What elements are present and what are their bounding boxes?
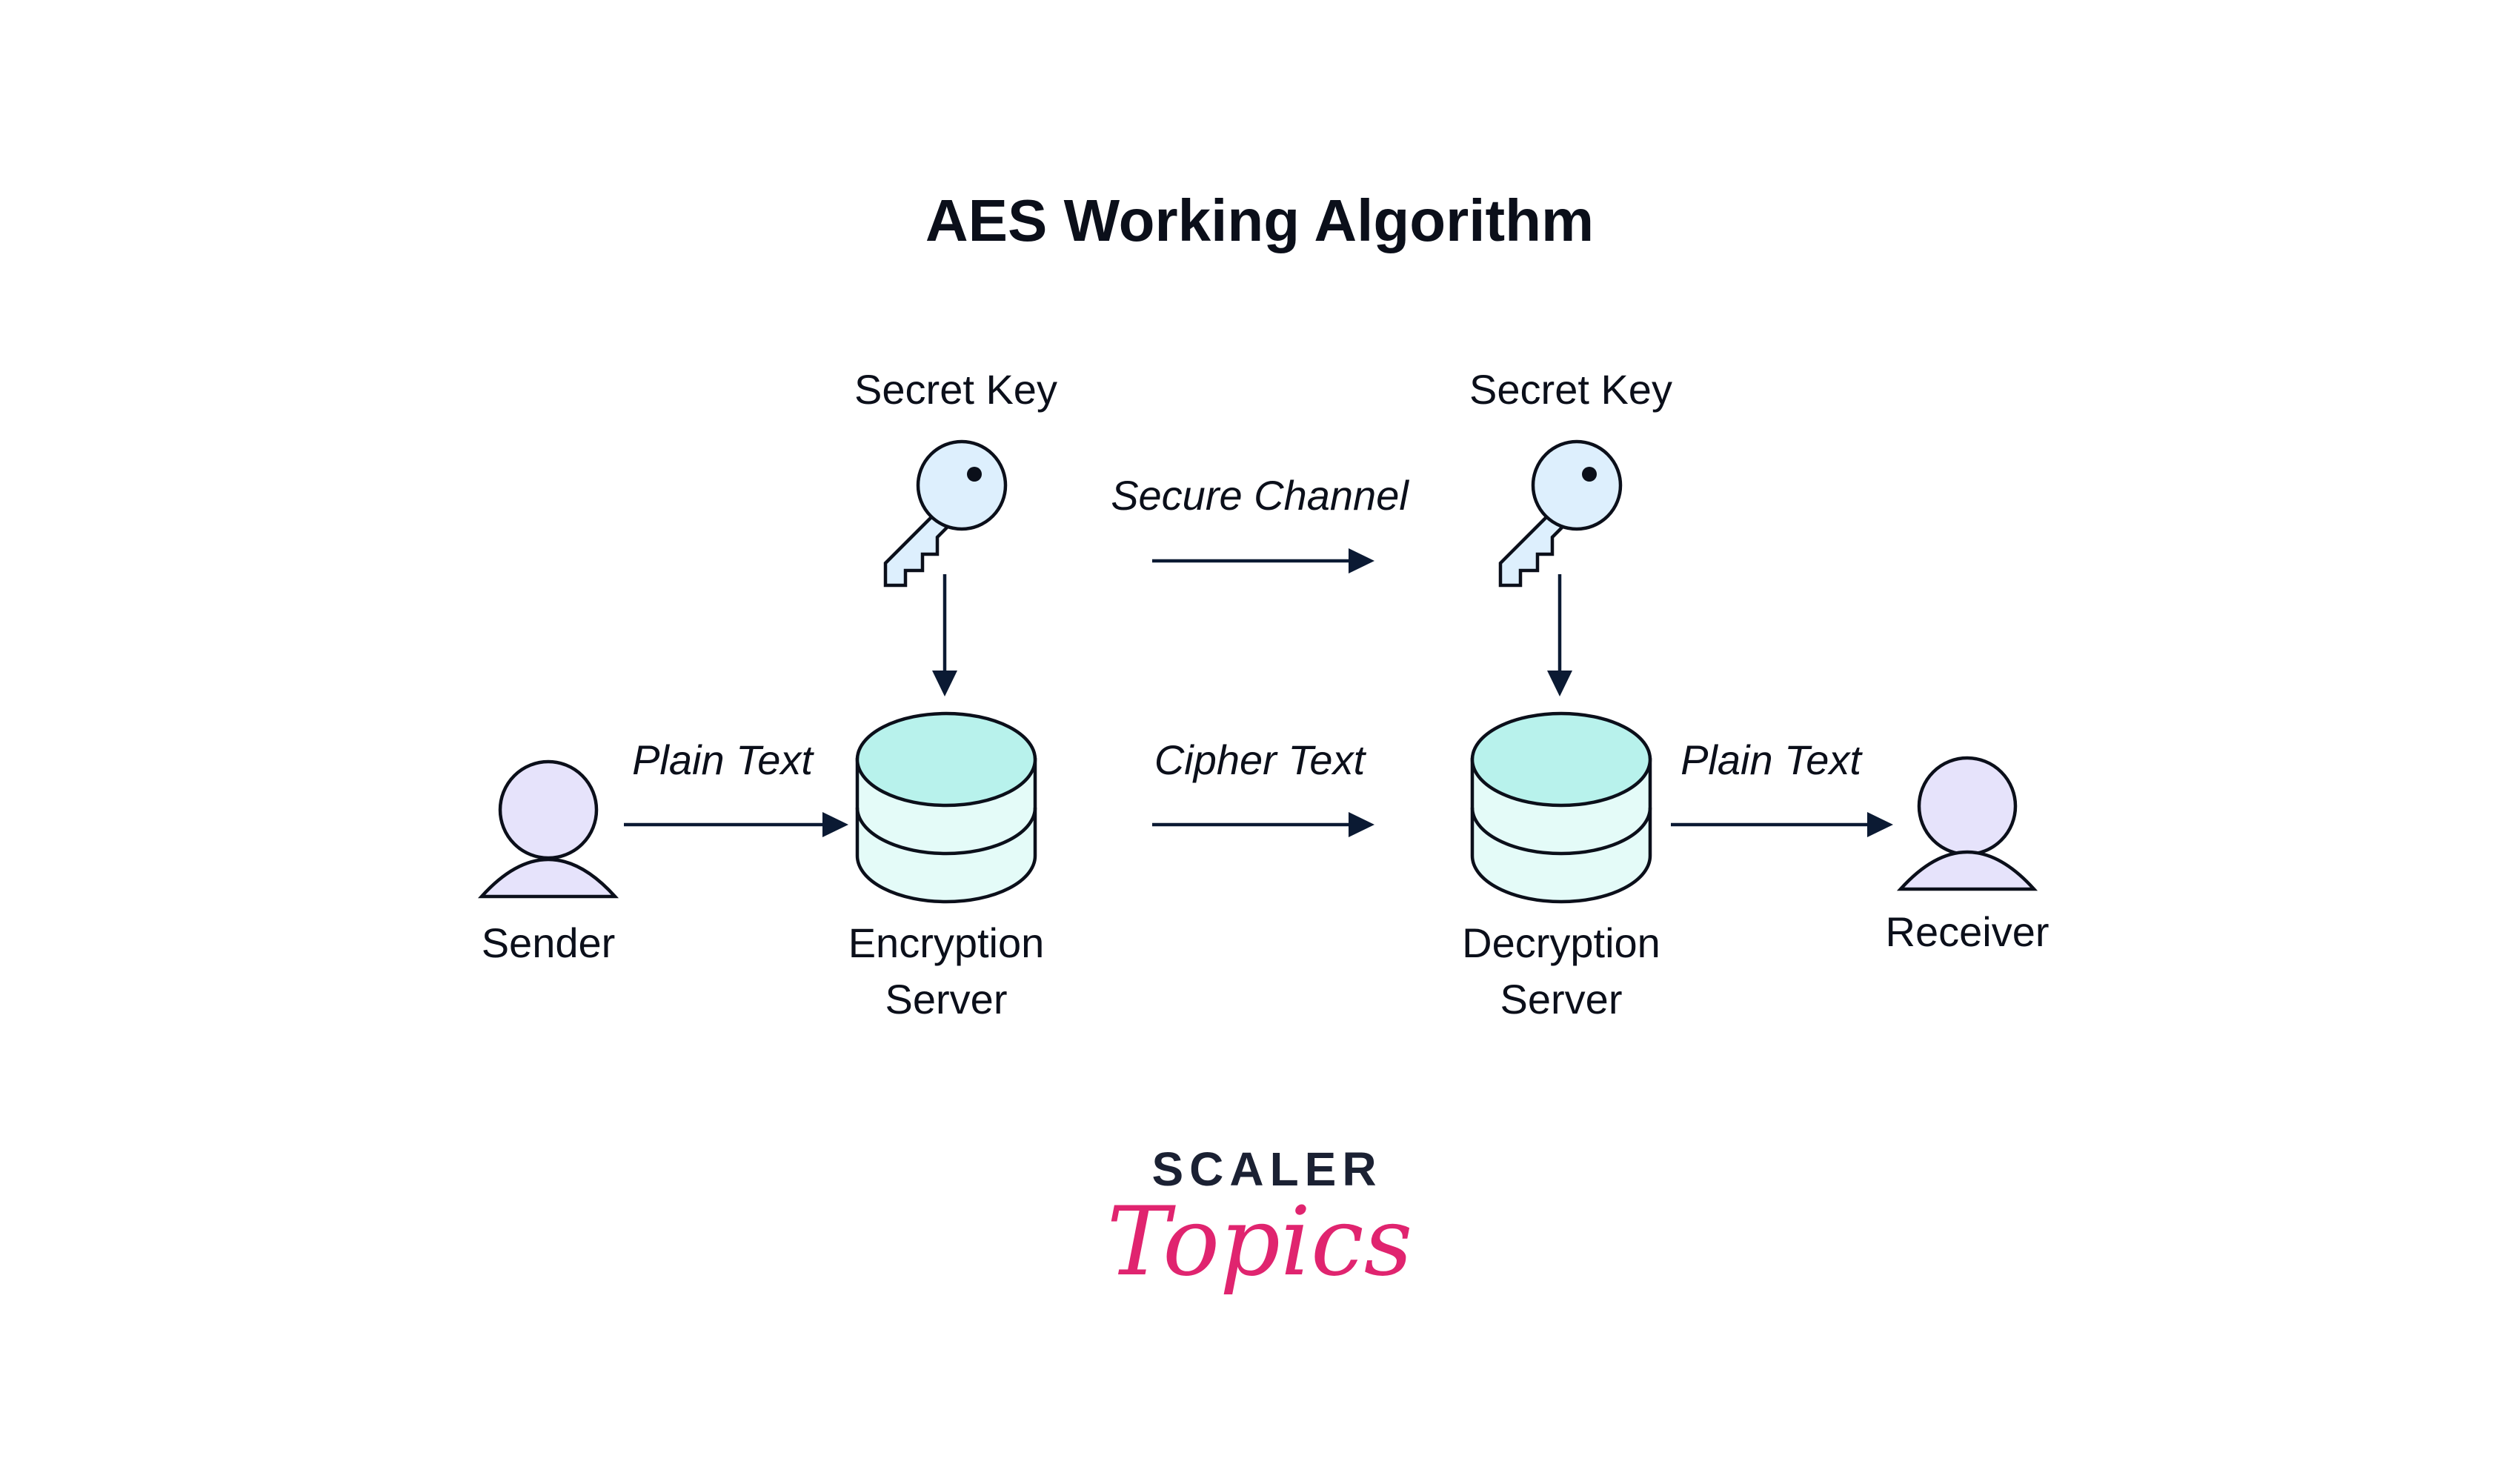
logo-script-text: Topics bbox=[1107, 1187, 1413, 1297]
encryption-server-icon bbox=[855, 711, 1037, 904]
plain-text-in-label: Plain Text bbox=[632, 736, 814, 783]
decryption-server-icon bbox=[1470, 711, 1652, 904]
arrow-key-to-encryption bbox=[932, 574, 957, 696]
decryption-server-label-line1: Decryption bbox=[1462, 919, 1660, 966]
key-icon-right bbox=[1498, 439, 1623, 588]
encryption-server-label-line1: Encryption bbox=[848, 919, 1045, 966]
decryption-server-label-line2: Server bbox=[1500, 976, 1623, 1022]
key-icon-left bbox=[883, 439, 1008, 588]
diagram-title: AES Working Algorithm bbox=[925, 187, 1594, 253]
secret-key-label-right: Secret Key bbox=[1469, 366, 1672, 413]
secret-key-label-left: Secret Key bbox=[854, 366, 1057, 413]
encryption-server-label-line2: Server bbox=[885, 976, 1008, 1022]
arrow-secure-channel bbox=[1152, 548, 1374, 573]
arrow-encryption-to-decryption bbox=[1152, 812, 1374, 837]
cipher-text-label: Cipher Text bbox=[1154, 736, 1367, 783]
logo-top-text: SCALER bbox=[1151, 1142, 1382, 1196]
scaler-topics-logo: SCALER Topics bbox=[1107, 1142, 1413, 1297]
receiver-person-icon bbox=[1896, 756, 2038, 891]
receiver-label: Receiver bbox=[1886, 908, 2049, 955]
plain-text-out-label: Plain Text bbox=[1680, 736, 1863, 783]
sender-label: Sender bbox=[482, 919, 616, 966]
arrow-key-to-decryption bbox=[1547, 574, 1572, 696]
arrow-decryption-to-receiver bbox=[1671, 812, 1893, 837]
sender-person-icon bbox=[477, 759, 619, 899]
arrow-sender-to-encryption bbox=[624, 812, 848, 837]
secure-channel-label: Secure Channel bbox=[1111, 472, 1409, 519]
